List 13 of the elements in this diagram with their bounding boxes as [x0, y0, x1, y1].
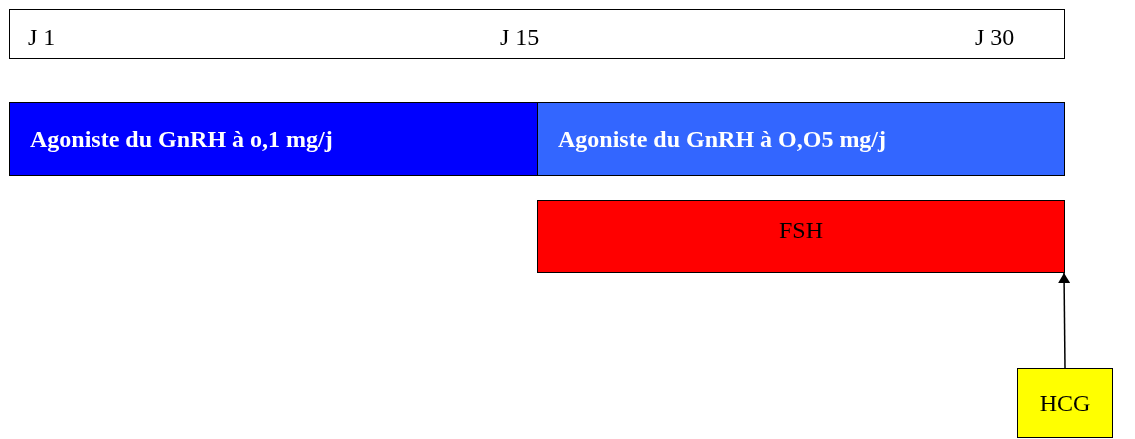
treatment-bar: [537, 102, 1065, 176]
treatment-bar: [537, 200, 1065, 273]
bar-label: HCG: [1039, 389, 1091, 417]
treatment-bar: [9, 102, 538, 176]
bar-label: Agoniste du GnRH à o,1 mg/j: [30, 125, 333, 153]
bar-label: FSH: [779, 217, 823, 244]
timeline-box: [9, 9, 1065, 59]
day-label: J 15: [500, 24, 540, 51]
bar-label: Agoniste du GnRH à O,O5 mg/j: [558, 125, 887, 153]
treatment-bar: [1017, 368, 1113, 438]
day-label: J 1: [28, 24, 56, 51]
day-label: J 30: [975, 24, 1015, 51]
arrow: [1058, 272, 1071, 369]
